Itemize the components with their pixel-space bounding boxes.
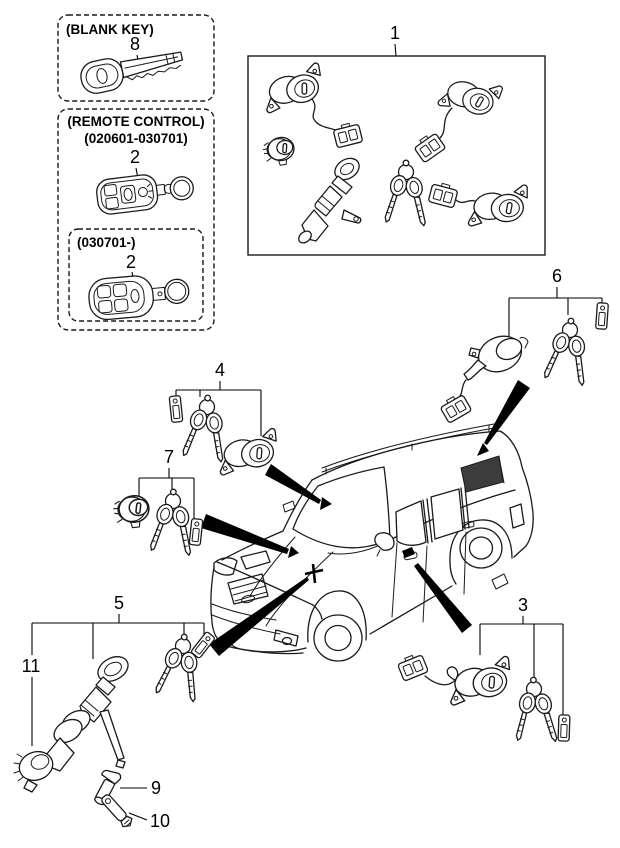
kit-box bbox=[247, 55, 546, 256]
tailgate-key-tag bbox=[594, 301, 610, 331]
inset-remote-control: (REMOTE CONTROL) (020601-030701) 2 (0307… bbox=[57, 108, 215, 331]
rear-door-lock-art bbox=[395, 651, 517, 708]
tailgate-lock-art bbox=[438, 335, 529, 424]
part-9-stopper-pin: 9 bbox=[94, 769, 161, 806]
rear-door-keys bbox=[506, 674, 565, 747]
arrow-to-door bbox=[414, 563, 472, 633]
callout-1[interactable]: 1 bbox=[390, 23, 400, 43]
part-3-rear-door-lock: 3 bbox=[395, 595, 571, 747]
part-7-glove-box-lock: 7 bbox=[111, 447, 204, 559]
arrow-to-tailgate bbox=[484, 380, 530, 445]
kit-glovebox-lock bbox=[261, 135, 297, 168]
rear-wheel bbox=[459, 527, 503, 569]
arrow-to-column bbox=[209, 577, 309, 656]
glovebox-key-tag bbox=[188, 517, 204, 547]
callout-9[interactable]: 9 bbox=[151, 778, 161, 798]
steering-lock-art bbox=[13, 656, 129, 793]
taillight bbox=[509, 503, 525, 529]
grille bbox=[227, 573, 269, 605]
remote-late-range: (030701-) bbox=[77, 235, 136, 250]
callout-4[interactable]: 4 bbox=[215, 360, 225, 380]
callout-2-late[interactable]: 2 bbox=[126, 252, 136, 272]
a-pillar bbox=[282, 479, 313, 532]
brand-badge bbox=[241, 594, 255, 604]
callout-3[interactable]: 3 bbox=[518, 595, 528, 615]
remote-control-title: (REMOTE CONTROL) bbox=[67, 114, 204, 129]
kit-lock-b bbox=[411, 73, 504, 164]
headlight bbox=[240, 550, 271, 570]
callout-2-early[interactable]: 2 bbox=[130, 147, 140, 167]
remote-late-art bbox=[88, 275, 190, 321]
callout-8[interactable]: 8 bbox=[130, 34, 140, 54]
inset-blank-key: (BLANK KEY) 8 bbox=[57, 14, 215, 102]
rear-door-handle bbox=[462, 520, 475, 529]
quarter-window bbox=[460, 455, 504, 493]
front-door-window bbox=[395, 500, 427, 546]
remote-late-box bbox=[68, 228, 204, 322]
remote-early-range: (020601-030701) bbox=[84, 131, 188, 146]
arrow-to-cowl bbox=[201, 514, 289, 554]
callout-11[interactable]: 11 bbox=[22, 656, 41, 676]
lock-cylinder-art bbox=[13, 750, 54, 793]
callout-7[interactable]: 7 bbox=[164, 447, 174, 467]
vehicle-illustration bbox=[210, 423, 534, 662]
ignition-key-mark bbox=[304, 563, 324, 584]
door-key-tag bbox=[168, 394, 184, 424]
roof-rail bbox=[321, 427, 495, 473]
remote-control-box bbox=[57, 108, 215, 331]
blank-key-title: (BLANK KEY) bbox=[66, 22, 154, 37]
lock-key-set-kit: 1 bbox=[247, 23, 546, 256]
blank-key-box bbox=[57, 14, 215, 102]
hood-crease bbox=[265, 551, 334, 627]
headlight bbox=[213, 557, 238, 576]
arrow-to-windshield bbox=[265, 464, 321, 504]
kit-lock-c bbox=[427, 180, 533, 228]
part-5-steering-lock: 5 11 bbox=[13, 593, 216, 793]
pointer-arrows bbox=[201, 380, 530, 656]
bumper-step bbox=[273, 629, 299, 647]
kit-keys bbox=[379, 159, 433, 229]
pin-art bbox=[94, 769, 122, 806]
rear-door-window bbox=[430, 488, 464, 540]
part-4-front-door-lock: 4 bbox=[168, 360, 284, 477]
rear-door-key-tag bbox=[557, 714, 571, 742]
callout-6[interactable]: 6 bbox=[552, 266, 562, 286]
door-keyhole-mark bbox=[402, 547, 415, 558]
fog-lamp bbox=[281, 636, 293, 646]
tailgate-keys bbox=[538, 314, 598, 389]
part-10-striker-bracket: 10 bbox=[101, 794, 170, 831]
part-6-tailgate-lock: 6 bbox=[438, 266, 610, 424]
callout-10[interactable]: 10 bbox=[150, 811, 170, 831]
left-mirror bbox=[282, 500, 296, 513]
side-mirror bbox=[374, 532, 395, 551]
remote-early-art bbox=[96, 174, 194, 215]
glovebox-lock-art bbox=[111, 493, 152, 531]
front-wheel bbox=[313, 614, 363, 662]
kit-ignition-lock bbox=[298, 157, 362, 244]
blank-key-art bbox=[80, 51, 184, 94]
callout-5[interactable]: 5 bbox=[114, 593, 124, 613]
kit-lock-a bbox=[257, 61, 364, 149]
striker-art bbox=[101, 794, 133, 828]
hood-crease bbox=[249, 536, 296, 597]
front-wheel-arch bbox=[307, 590, 367, 643]
